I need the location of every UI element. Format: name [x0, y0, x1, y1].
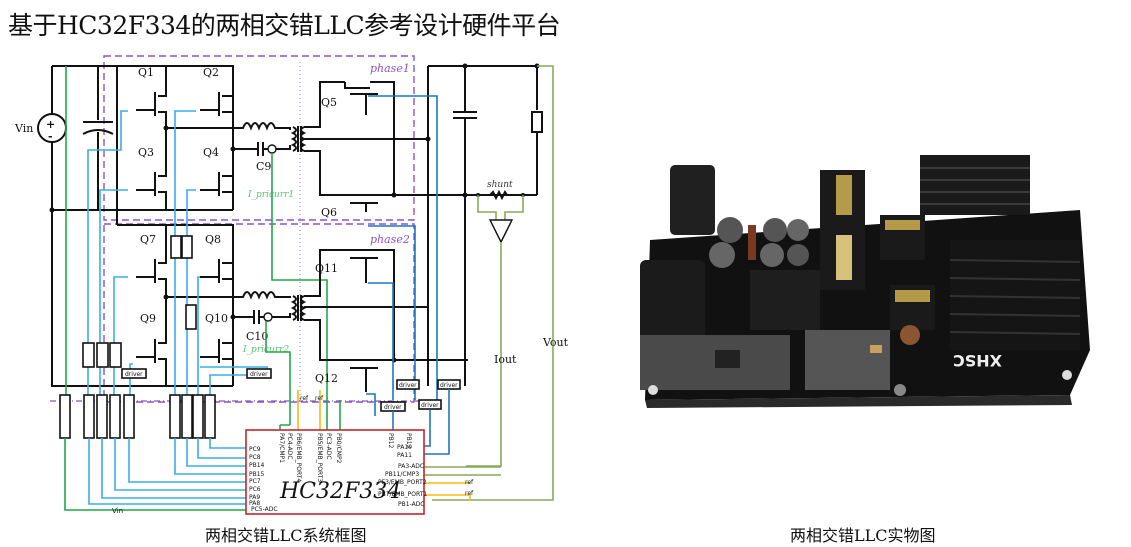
svg-text:PC6: PC6 — [249, 486, 261, 493]
svg-text:driver: driver — [440, 382, 458, 389]
isolator-boxes — [59, 394, 216, 439]
q10-mosfet: Q10 — [200, 312, 233, 363]
svg-text:PC8: PC8 — [249, 454, 261, 461]
q12-mosfet: Q12 — [315, 359, 378, 392]
vin-label: Vin — [14, 122, 33, 135]
svg-text:PA7/CMP1: PA7/CMP1 — [278, 433, 285, 463]
vin-net-label: Vin — [112, 507, 123, 515]
svg-text:driver: driver — [125, 371, 143, 378]
svg-text:PB11/CMP3: PB11/CMP3 — [385, 471, 419, 478]
svg-text:PA10: PA10 — [397, 444, 412, 451]
svg-text:Q3: Q3 — [138, 146, 154, 159]
svg-text:Q7: Q7 — [140, 233, 156, 246]
q11-mosfet: Q11 — [315, 249, 395, 360]
mcu-name: HC32F334 — [279, 479, 401, 504]
svg-text:PA8: PA8 — [249, 500, 260, 507]
svg-text:Q4: Q4 — [203, 146, 219, 159]
driver-boxes — [82, 235, 461, 412]
q3-mosfet: Q3 — [136, 130, 167, 210]
svg-text:PC9: PC9 — [249, 446, 261, 453]
svg-text:PB5/EMB_PORT3: PB5/EMB_PORT3 — [316, 433, 323, 482]
svg-text:Q11: Q11 — [315, 262, 338, 275]
svg-text:PB1-ADC: PB1-ADC — [398, 501, 425, 508]
svg-text:Q2: Q2 — [203, 66, 219, 79]
c10-label: C10 — [246, 330, 268, 343]
svg-text:Q5: Q5 — [321, 96, 337, 109]
pcb-photo: XHSC — [620, 150, 1100, 420]
svg-text:driver: driver — [399, 382, 417, 389]
svg-text:PB14: PB14 — [249, 462, 265, 469]
q5-mosfet: Q5 — [321, 81, 395, 195]
svg-text:PA11: PA11 — [397, 452, 412, 459]
q6-mosfet: Q6 — [321, 194, 378, 219]
q7-mosfet: Q7 — [136, 225, 167, 298]
ipricurr1-label: I_pricurr1 — [247, 190, 294, 200]
svg-text:PA3-ADC: PA3-ADC — [398, 463, 424, 470]
svg-text:PB15: PB15 — [249, 471, 265, 478]
current-amp-icon — [488, 219, 514, 244]
svg-text:Q1: Q1 — [138, 66, 154, 79]
svg-text:PC7: PC7 — [249, 478, 261, 485]
mcu-hc32f334: HC32F334 PC9 PC8 PB14 PB15 PC7 PC6 PA9 P… — [245, 429, 427, 515]
shunt-label: shunt — [487, 180, 513, 190]
iout-label: Iout — [494, 353, 517, 366]
svg-text:-: - — [48, 130, 53, 143]
svg-text:Q8: Q8 — [205, 233, 221, 246]
phase2-box — [103, 223, 415, 403]
phase2-label: phase2 — [370, 233, 410, 246]
svg-text:PC5-ADC: PC5-ADC — [251, 506, 278, 513]
svg-text:driver: driver — [384, 404, 402, 411]
diagram-caption: 两相交错LLC系统框图 — [205, 526, 367, 545]
photo-caption: 两相交错LLC实物图 — [790, 526, 936, 545]
phase1-label: phase1 — [370, 62, 410, 75]
svg-text:ref: ref — [315, 395, 324, 402]
svg-text:ref: ref — [465, 479, 474, 486]
q8-mosfet: Q8 — [200, 233, 233, 283]
svg-text:PA9: PA9 — [249, 494, 260, 501]
svg-text:PB7/EMB_PORT1: PB7/EMB_PORT1 — [378, 491, 427, 498]
svg-text:driver: driver — [421, 402, 439, 409]
q1-mosfet: Q1 — [136, 66, 167, 130]
q2-mosfet: Q2 — [200, 66, 233, 116]
svg-text:PB12: PB12 — [387, 433, 394, 449]
svg-text:PB0/CMP2: PB0/CMP2 — [335, 433, 342, 464]
svg-text:Q6: Q6 — [321, 206, 337, 219]
system-block-diagram: phase1 phase2 + - Vin Q1 Q2 Q3 Q4 C9 — [14, 55, 569, 515]
svg-text:driver: driver — [250, 371, 268, 378]
svg-text:PC4-ADC: PC4-ADC — [286, 433, 293, 460]
svg-text:Q9: Q9 — [140, 312, 156, 325]
svg-text:ref: ref — [300, 395, 309, 402]
svg-text:ref: ref — [465, 490, 474, 497]
svg-text:PC3-ADC: PC3-ADC — [325, 433, 332, 460]
svg-text:+: + — [46, 118, 55, 131]
board-marking: XHSC — [953, 351, 1002, 370]
svg-text:PB6/EMB_PORT4: PB6/EMB_PORT4 — [295, 433, 302, 482]
svg-text:Q10: Q10 — [205, 312, 228, 325]
page-title: 基于HC32F334的两相交错LLC参考设计硬件平台 — [8, 11, 561, 40]
svg-text:Q12: Q12 — [315, 372, 338, 385]
svg-text:PF3/EMB_PORT2: PF3/EMB_PORT2 — [378, 479, 427, 486]
q9-mosfet: Q9 — [136, 298, 167, 386]
vout-label: Vout — [542, 336, 569, 349]
q4-mosfet: Q4 — [200, 146, 233, 196]
svg-text:PB13: PB13 — [405, 433, 412, 449]
c9-label: C9 — [256, 160, 271, 173]
